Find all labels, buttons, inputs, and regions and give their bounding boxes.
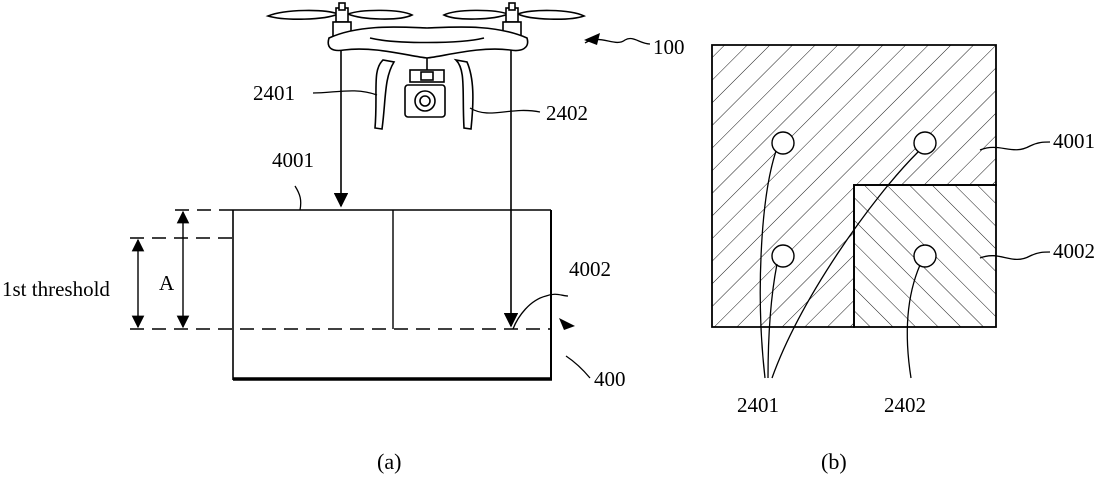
label-4002-b: 4002: [1053, 239, 1095, 263]
label-1st-threshold: 1st threshold: [2, 277, 110, 301]
label-4001-a: 4001: [272, 148, 314, 172]
drone-left-propeller: [265, 2, 414, 23]
arrow-100-head: [584, 33, 600, 45]
arrow-400-head: [559, 318, 575, 330]
sensor-2402-bottom-right: [913, 244, 937, 268]
drone-right-propeller: [442, 2, 587, 23]
sensor-points: [771, 131, 937, 268]
container-400: [232, 209, 552, 381]
drone: [265, 2, 587, 130]
leader-lines-a: [294, 37, 651, 379]
drone-body: [327, 21, 529, 59]
label-2402-b: 2402: [884, 393, 926, 417]
drone-camera: [404, 58, 446, 118]
label-2402-a: 2402: [546, 101, 588, 125]
dashed-reference-lines: [130, 209, 551, 330]
label-A: A: [159, 271, 175, 295]
figure-b: 4001 4002 2401 2402 (b): [711, 44, 1095, 474]
leader-lines-b: [759, 141, 1051, 379]
label-400: 400: [594, 367, 626, 391]
label-2401-a: 2401: [253, 81, 295, 105]
sensor-2401-top-right: [913, 131, 937, 155]
figure-a: 100 2401 2402 4001 4002 400 1st threshol…: [2, 2, 685, 474]
label-100: 100: [653, 35, 685, 59]
caption-b: (b): [821, 449, 847, 474]
drone-landing-legs: [374, 58, 474, 130]
label-4002-a: 4002: [569, 257, 611, 281]
label-4001-b: 4001: [1053, 129, 1095, 153]
sensor-2401-bottom-left: [771, 244, 795, 268]
caption-a: (a): [377, 449, 401, 474]
label-2401-b: 2401: [737, 393, 779, 417]
sensor-2401-top-left: [771, 131, 795, 155]
